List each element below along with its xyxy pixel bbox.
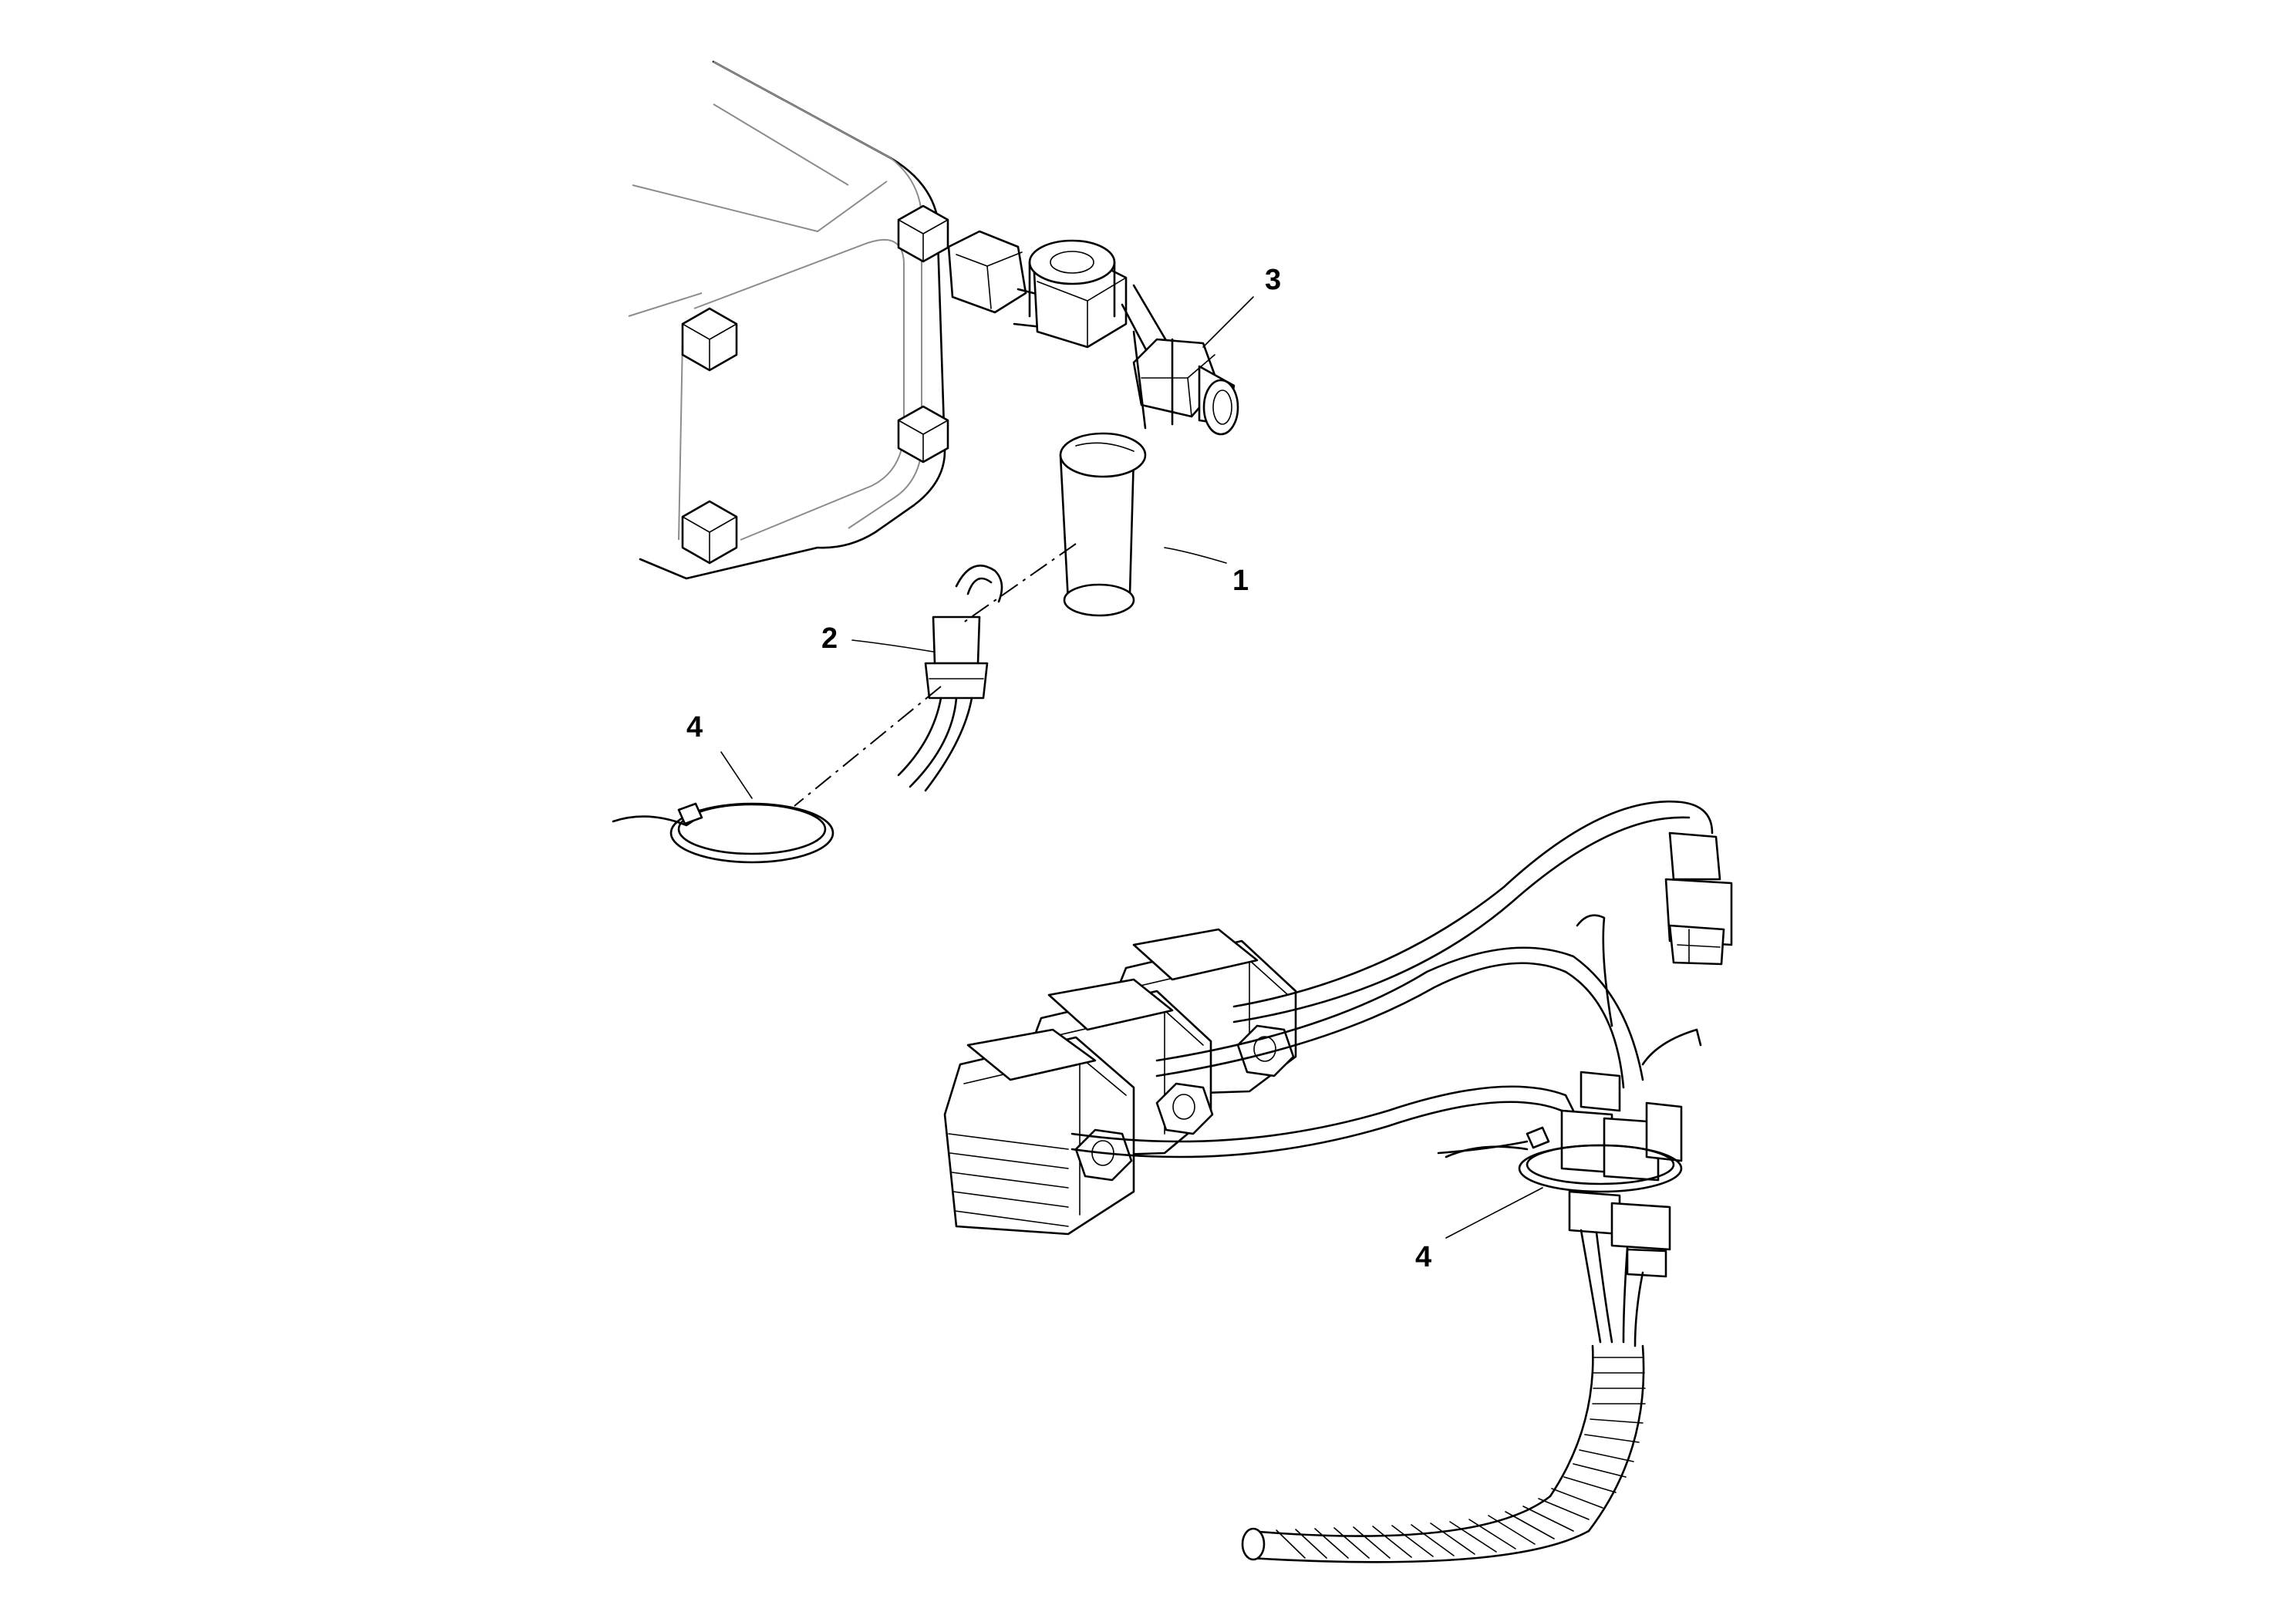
- fitting-assembly: [947, 230, 1239, 436]
- fitting-3: [1132, 338, 1239, 436]
- bolt: [681, 307, 738, 372]
- harness-connector: [1664, 831, 1733, 966]
- alignment-lines: [794, 543, 1077, 807]
- callout-label: 4: [1415, 1241, 1431, 1273]
- sensor-connector: [897, 565, 1003, 792]
- bolt: [897, 204, 949, 263]
- solenoid-block: [943, 928, 1297, 1236]
- callout-label: 4: [686, 711, 703, 744]
- wiring-harness: [1070, 800, 1733, 1563]
- callout-1: 1: [1164, 547, 1249, 597]
- solenoid-nut: [1155, 1082, 1214, 1135]
- callout-4-lower: 4: [1415, 1187, 1543, 1273]
- solenoid-nut: [1074, 1128, 1133, 1182]
- callout-2: 2: [821, 622, 934, 655]
- bolt: [681, 500, 738, 565]
- callout-label: 1: [1232, 565, 1249, 597]
- bolt: [897, 405, 949, 464]
- harness-connector: [1560, 1071, 1683, 1182]
- callout-label: 2: [821, 622, 838, 655]
- convoluted-sleeve: [1241, 1344, 1646, 1563]
- cable-tie-upper: [612, 802, 834, 864]
- callout-3: 3: [1202, 264, 1281, 348]
- callout-4-upper: 4: [686, 711, 753, 799]
- pump-housing: [628, 60, 949, 580]
- pressure-sensor: [1059, 432, 1147, 617]
- callout-label: 3: [1265, 264, 1281, 296]
- cable-tie-lower: [1445, 1126, 1683, 1193]
- solenoid-nut: [1236, 1024, 1295, 1077]
